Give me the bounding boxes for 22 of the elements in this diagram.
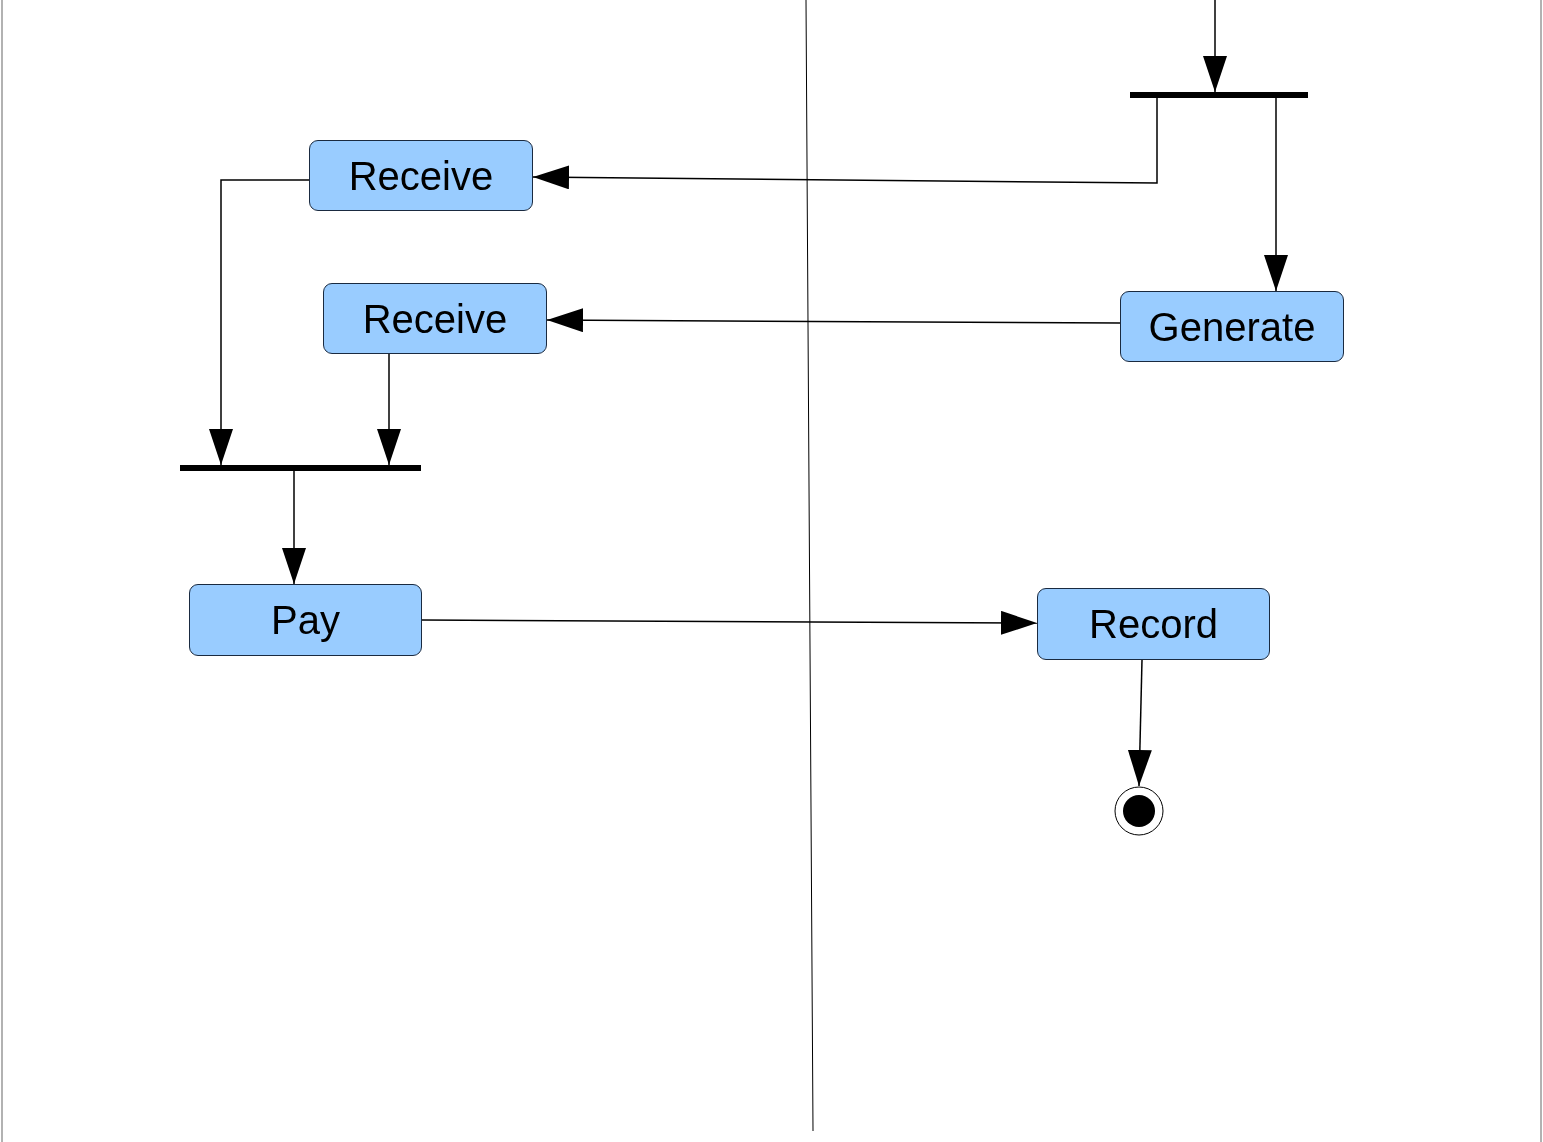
fork-bar [180, 465, 421, 471]
arrow [282, 470, 306, 585]
arrow [1203, 0, 1227, 93]
action-box [309, 140, 533, 211]
action-box [189, 584, 422, 656]
action-label: Record [1089, 604, 1218, 644]
arrow [421, 610, 1038, 635]
arrow [1127, 659, 1152, 787]
arrow [1264, 97, 1288, 292]
action-box [1037, 588, 1270, 660]
arrow [377, 353, 401, 466]
arrow [532, 97, 1158, 190]
arrow [546, 308, 1121, 333]
action-label: Generate [1148, 306, 1316, 347]
action-box [1120, 291, 1344, 362]
action-label: Pay [271, 600, 340, 640]
action-box [323, 283, 547, 354]
fork-bar [1130, 92, 1308, 98]
action-label: Receive [362, 298, 508, 339]
action-label: Receive [348, 155, 494, 196]
arrow [209, 179, 310, 466]
final-state [1114, 786, 1164, 836]
